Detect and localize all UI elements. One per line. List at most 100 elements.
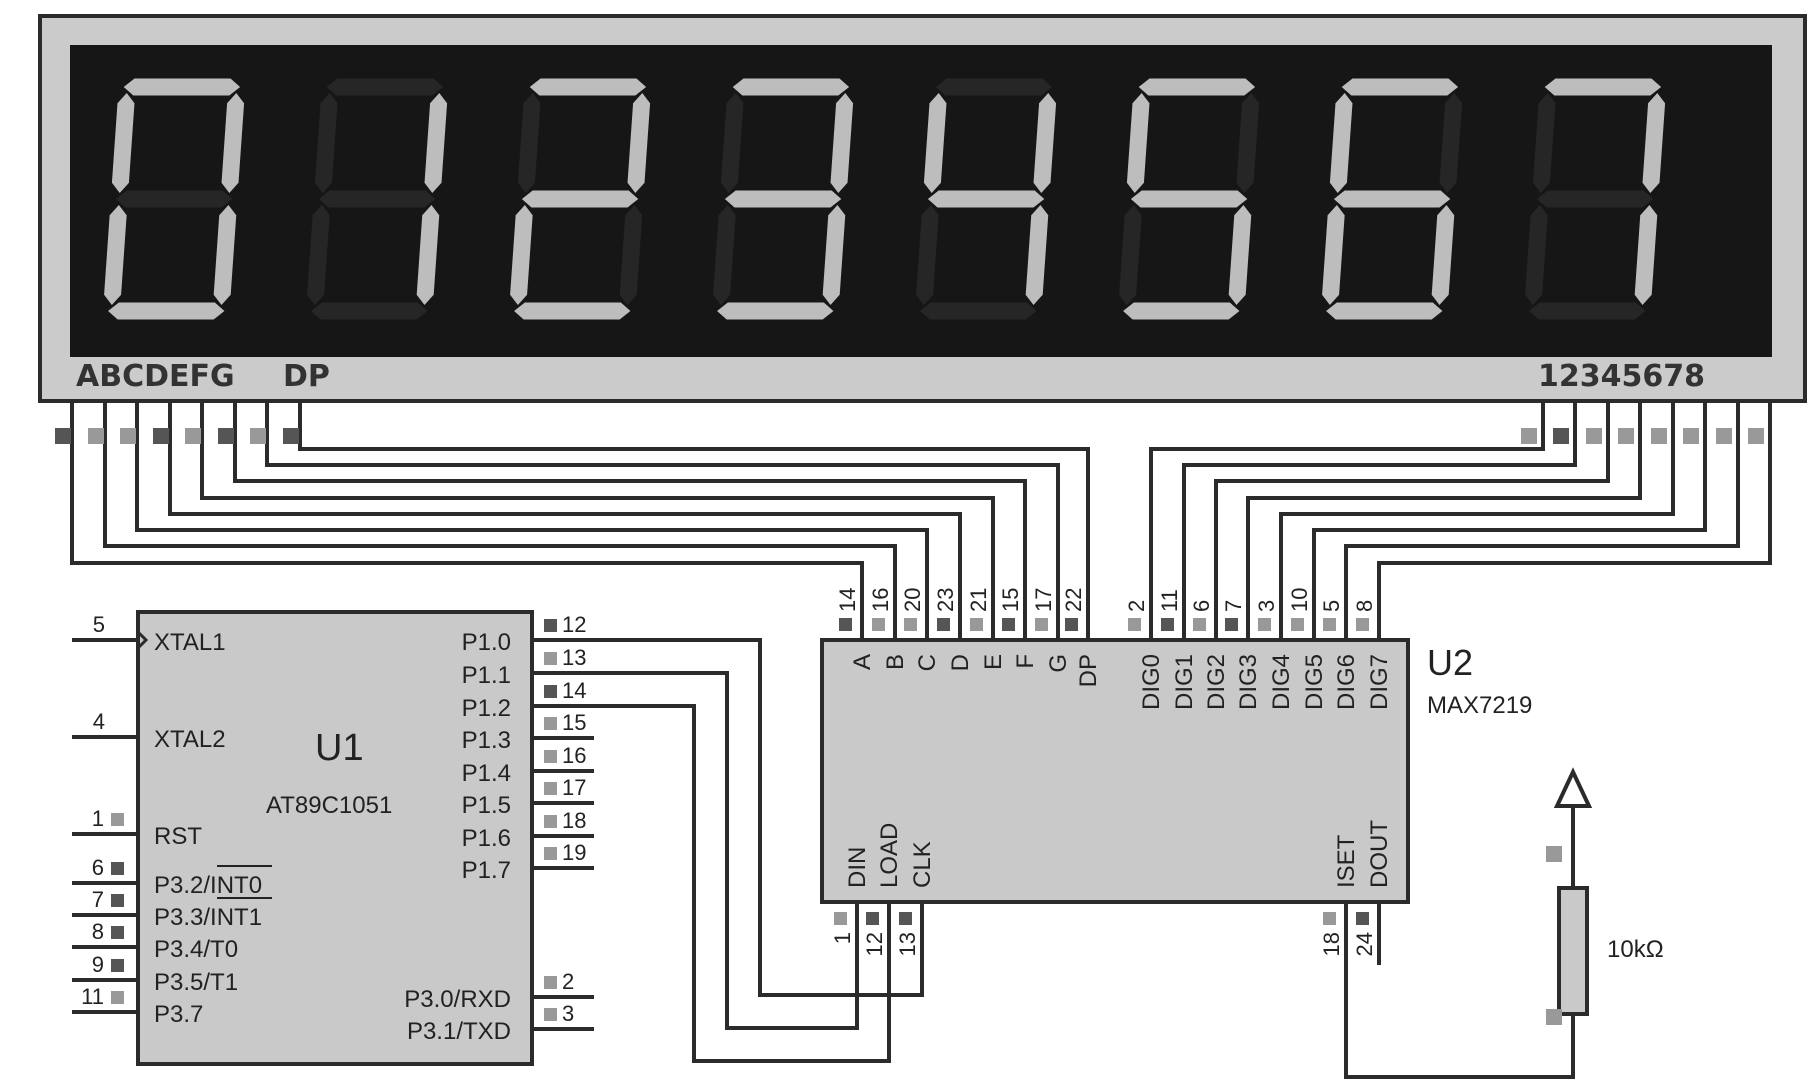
segment-g bbox=[724, 190, 842, 208]
u1-pin-number: 5 bbox=[93, 612, 105, 637]
segment-e bbox=[104, 205, 127, 305]
u2-pin-name: DOUT bbox=[1366, 820, 1393, 888]
segment-b bbox=[830, 93, 854, 193]
u1-pin-number: 14 bbox=[562, 678, 586, 703]
segment-c bbox=[619, 205, 643, 305]
digit-3 bbox=[713, 78, 854, 320]
u1-pin-name: RST bbox=[154, 823, 202, 850]
u1-microcontroller: U1 AT89C1051 bbox=[136, 610, 534, 1066]
u1-pin-name: P3.0/RXD bbox=[404, 986, 511, 1013]
u2-pin-pad bbox=[1323, 912, 1336, 925]
u2-pin-pad bbox=[937, 618, 950, 631]
segment-d bbox=[1529, 302, 1646, 320]
resistor: 10kΩ bbox=[1557, 886, 1664, 1016]
digit-4 bbox=[916, 78, 1057, 320]
segment-f bbox=[314, 93, 338, 193]
segment-b bbox=[221, 93, 245, 193]
u1-pin-name: P1.0 bbox=[462, 629, 511, 656]
u2-pin-pad bbox=[1002, 618, 1015, 631]
segment-c bbox=[822, 205, 846, 305]
u1-part: AT89C1051 bbox=[266, 792, 392, 819]
u1-pin-number: 17 bbox=[562, 775, 586, 800]
u2-pin-number: 21 bbox=[966, 588, 991, 612]
segment-e bbox=[916, 205, 939, 305]
u2-pin-number: 2 bbox=[1124, 600, 1149, 612]
u2-max7219: U2 MAX7219 bbox=[820, 638, 1532, 904]
u2-pin-name: C bbox=[914, 654, 941, 671]
u1-pin-number: 13 bbox=[562, 645, 586, 670]
segment-d bbox=[920, 302, 1037, 320]
u2-pin-number: 16 bbox=[868, 588, 893, 612]
u1-pin-name: P3.2/INT0 bbox=[154, 872, 262, 899]
segment-d bbox=[514, 302, 631, 320]
segment-e bbox=[307, 205, 330, 305]
segment-a bbox=[123, 78, 241, 96]
u2-pin-name: DIG5 bbox=[1301, 654, 1328, 710]
display-pin-pad bbox=[218, 428, 234, 444]
u1-pin-number: 7 bbox=[92, 887, 104, 912]
display-pin-pad bbox=[55, 428, 71, 444]
segment-a bbox=[529, 78, 647, 96]
u1-pin-name: P3.3/INT1 bbox=[154, 904, 262, 931]
u2-pin-number: 24 bbox=[1352, 932, 1377, 956]
segment-pin-label: ABCDEFG bbox=[76, 359, 235, 394]
resistor-pin-pad bbox=[1546, 846, 1562, 862]
u1-pin-pad bbox=[544, 815, 557, 828]
u1-pin-name: P1.2 bbox=[462, 695, 511, 722]
segment-g bbox=[927, 190, 1045, 208]
display-pin-pad bbox=[185, 428, 201, 444]
u1-pin-number: 4 bbox=[93, 709, 105, 734]
segment-d bbox=[311, 302, 428, 320]
u2-pin-name: DIG0 bbox=[1138, 654, 1165, 710]
u2-pin-name: DIG3 bbox=[1235, 654, 1262, 710]
u2-pin-pad bbox=[1291, 618, 1304, 631]
u1-pin-pad bbox=[544, 750, 557, 763]
segment-a bbox=[1544, 78, 1662, 96]
segment-f bbox=[1532, 93, 1556, 193]
u1-pin-name: P1.1 bbox=[462, 662, 511, 689]
u1-pin-number: 11 bbox=[81, 984, 104, 1009]
u1-pin-pad bbox=[544, 847, 557, 860]
segment-c bbox=[1634, 205, 1658, 305]
segment-g bbox=[1536, 190, 1654, 208]
u1-pin-name: P3.5/T1 bbox=[154, 969, 238, 996]
u1-pin-number: 12 bbox=[562, 612, 586, 637]
segment-d bbox=[1326, 302, 1443, 320]
u2-pin-pad bbox=[1323, 618, 1336, 631]
digit-1 bbox=[307, 78, 448, 320]
u1-ref: U1 bbox=[315, 727, 364, 769]
display-pin-pad bbox=[1521, 428, 1537, 444]
u2-pin-number: 3 bbox=[1254, 600, 1279, 612]
dp-pin-label: DP bbox=[283, 359, 330, 394]
u1-pin-pad bbox=[544, 1008, 557, 1021]
display-pin-pad bbox=[1586, 428, 1602, 444]
digit-5 bbox=[1119, 78, 1260, 320]
segment-f bbox=[517, 93, 541, 193]
u1-pin-pad bbox=[544, 717, 557, 730]
display-pin-pad bbox=[88, 428, 104, 444]
u2-pin-name: B bbox=[882, 654, 909, 670]
u1-pin-number: 15 bbox=[562, 710, 586, 735]
u1-pin-name: P1.7 bbox=[462, 857, 511, 884]
u2-pin-name: LOAD bbox=[876, 823, 903, 888]
segment-g bbox=[1333, 190, 1451, 208]
u2-pin-name: DIG7 bbox=[1366, 654, 1393, 710]
u1-pin-number: 9 bbox=[92, 952, 104, 977]
segment-c bbox=[416, 205, 440, 305]
segment-f bbox=[1126, 93, 1150, 193]
u2-pin-name: G bbox=[1045, 654, 1072, 673]
u2-pin-pad bbox=[1356, 912, 1369, 925]
u2-pin-number: 1 bbox=[830, 932, 855, 944]
digit-7 bbox=[1525, 78, 1666, 320]
u2-pin-number: 18 bbox=[1319, 932, 1344, 956]
digit-6 bbox=[1322, 78, 1463, 320]
segment-b bbox=[424, 93, 448, 193]
display-pin-pad bbox=[1748, 428, 1764, 444]
segment-a bbox=[732, 78, 850, 96]
u2-pin-pad bbox=[1035, 618, 1048, 631]
u2-ref: U2 bbox=[1427, 642, 1473, 683]
digit-pin-label: 12345678 bbox=[1538, 359, 1705, 394]
u1-pin-name: P3.7 bbox=[154, 1001, 203, 1028]
segment-a bbox=[1341, 78, 1459, 96]
